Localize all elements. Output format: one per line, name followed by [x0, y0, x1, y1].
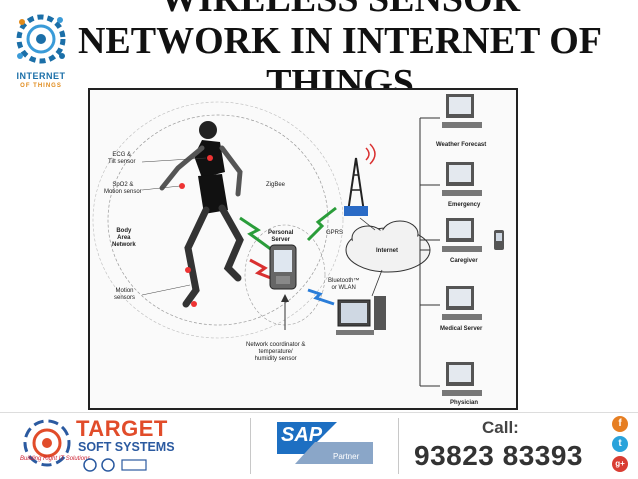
- certification-badges-icon: [83, 458, 147, 472]
- footer-divider-2: [398, 418, 399, 474]
- zigbee-label: ZigBee: [266, 182, 286, 188]
- company-subtitle: SOFT SYSTEMS: [78, 440, 175, 454]
- weather-forecast-label: Weather Forecast: [436, 142, 487, 148]
- pda-icon: [269, 244, 297, 290]
- desktop-computer-icon: [336, 296, 386, 335]
- googleplus-icon[interactable]: g+: [612, 456, 628, 472]
- spo2-label: SpO2 &Motion sensor: [104, 182, 142, 195]
- physician-computer-icon: [442, 362, 482, 396]
- medical-server-label: Medical Server: [440, 326, 483, 332]
- sap-text: SAP: [281, 424, 323, 446]
- caregiver-label: Caregiver: [450, 258, 478, 264]
- ecg-label: ECG &Tilt sensor: [108, 152, 136, 165]
- company-tagline: Building Right IT Solutions: [20, 456, 91, 462]
- facebook-icon[interactable]: f: [612, 416, 628, 432]
- gear-network-icon: [16, 14, 66, 64]
- footer-separator: [0, 412, 638, 413]
- slide-title: WIRELESS SENSOR NETWORK IN INTERNET OF T…: [60, 0, 620, 104]
- cell-tower-icon: [344, 143, 376, 216]
- gprs-label: GPRS: [326, 230, 344, 236]
- sap-partner-logo: SAP Partner: [275, 420, 375, 470]
- medical-server-icon: [442, 286, 482, 320]
- call-label: Call:: [482, 418, 519, 437]
- iot-logo: INTERNET OF THINGS: [10, 8, 72, 98]
- twitter-icon[interactable]: t: [612, 436, 628, 452]
- target-logo-icon: [23, 419, 71, 467]
- company-name: TARGET: [76, 416, 168, 441]
- sap-partner-text: Partner: [333, 452, 360, 461]
- internet-label: Internet: [376, 248, 399, 254]
- internet-cloud-icon: [345, 220, 431, 273]
- emergency-computer-icon: [442, 162, 482, 196]
- runner-icon: [159, 121, 244, 308]
- diagram-graphics: [92, 94, 504, 396]
- target-soft-systems-logo: TARGET SOFT SYSTEMS Building Right IT So…: [20, 416, 200, 476]
- title-line-1: WIRELESS SENSOR: [60, 0, 620, 20]
- weather-computer-icon: [442, 94, 482, 128]
- sap-logo-icon: [277, 422, 373, 464]
- title-line-2: NETWORK IN INTERNET OF: [77, 20, 602, 62]
- phone-number[interactable]: 93823 83393: [414, 440, 584, 471]
- emergency-label: Emergency: [448, 202, 481, 208]
- iot-logo-text: INTERNET OF THINGS: [16, 71, 66, 89]
- wsn-diagram: ECG &Tilt sensor SpO2 &Motion sensor Bod…: [88, 88, 518, 410]
- footer-divider-1: [250, 418, 251, 474]
- network-coordinator-label: Network coordinator &temperature/humidit…: [246, 342, 306, 362]
- caregiver-computer-icon: [442, 218, 482, 252]
- phone-icon: [494, 230, 504, 250]
- physician-label: Physician: [450, 400, 479, 406]
